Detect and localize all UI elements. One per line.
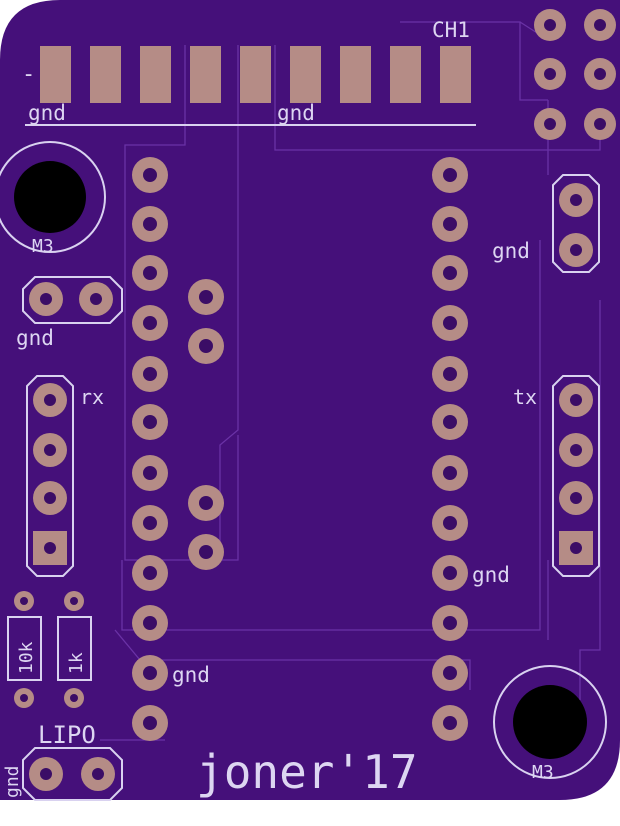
header-gnd-left-label: gnd	[28, 101, 66, 125]
resistor-10k	[7, 591, 42, 708]
resistor-10k-label: 10k	[16, 641, 37, 674]
mount-bottom-right-label: M3	[532, 762, 554, 783]
left-pin-column	[132, 157, 168, 741]
right-gnd-connector	[552, 174, 600, 273]
lipo-label: LIPO	[38, 721, 96, 749]
rx-connector	[26, 375, 74, 577]
mount-hole-bottom-right	[493, 665, 607, 779]
mount-top-left-label: M3	[32, 236, 54, 257]
left-gnd-connector	[22, 276, 123, 324]
lipo-connector	[22, 747, 123, 801]
minus-label: -	[22, 62, 35, 87]
mount-hole-top-left	[0, 141, 106, 253]
right-pin-column	[432, 157, 468, 741]
right-column-gnd-label: gnd	[472, 563, 510, 587]
left-column-gnd-label: gnd	[172, 663, 210, 687]
lipo-gnd-label: gnd	[2, 765, 23, 798]
right-pair-gnd-label: gnd	[492, 239, 530, 263]
servo-header	[40, 46, 471, 103]
tx-label: tx	[513, 385, 537, 409]
middle-pads	[188, 279, 224, 570]
resistor-1k-label: 1k	[66, 652, 87, 674]
channel-label: CH1	[432, 18, 470, 42]
board-substrate	[0, 0, 620, 800]
left-pair-gnd-label: gnd	[16, 326, 54, 350]
tx-connector	[552, 375, 600, 577]
rx-label: rx	[80, 385, 104, 409]
top-right-header	[534, 9, 616, 140]
resistor-1k	[57, 591, 92, 708]
header-gnd-mid-label: gnd	[277, 101, 315, 125]
signature: joner'17	[196, 745, 418, 799]
